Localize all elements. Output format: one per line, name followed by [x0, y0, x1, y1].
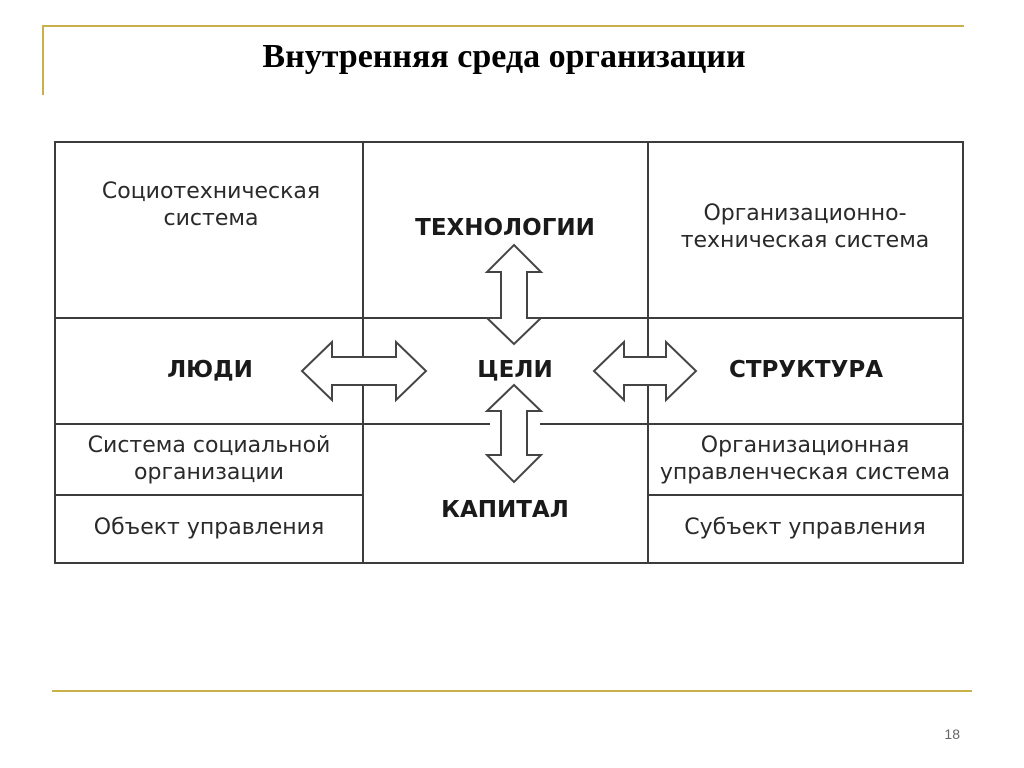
cell-org-technical-system: Организационно-техническая система — [680, 200, 930, 254]
slide-title: Внутренняя среда организации — [262, 38, 746, 75]
cell-sociotechnical-system: Социотехническая система — [101, 178, 321, 232]
arrow-goals-capital — [484, 383, 544, 484]
cell-org-management-system: Организационная управленческая система — [659, 432, 951, 486]
left-rule — [42, 25, 44, 95]
arrow-goals-structure — [592, 339, 698, 403]
top-rule — [42, 25, 964, 27]
page-number: 18 — [944, 726, 960, 742]
cell-technologies: ТЕХНОЛОГИИ — [415, 214, 595, 241]
cell-goals: ЦЕЛИ — [477, 356, 553, 383]
arrow-people-goals — [300, 339, 428, 403]
bottom-rule — [52, 690, 972, 692]
cell-structure: СТРУКТУРА — [728, 356, 884, 383]
cell-people: ЛЮДИ — [167, 356, 253, 383]
cell-management-subject: Субъект управления — [684, 515, 926, 541]
cell-social-organization-system: Система социальной организации — [87, 432, 331, 486]
arrow-technology-goals — [484, 243, 544, 346]
cell-capital: КАПИТАЛ — [441, 496, 569, 523]
diagram-border — [54, 141, 964, 564]
cell-management-object: Объект управления — [93, 515, 325, 541]
